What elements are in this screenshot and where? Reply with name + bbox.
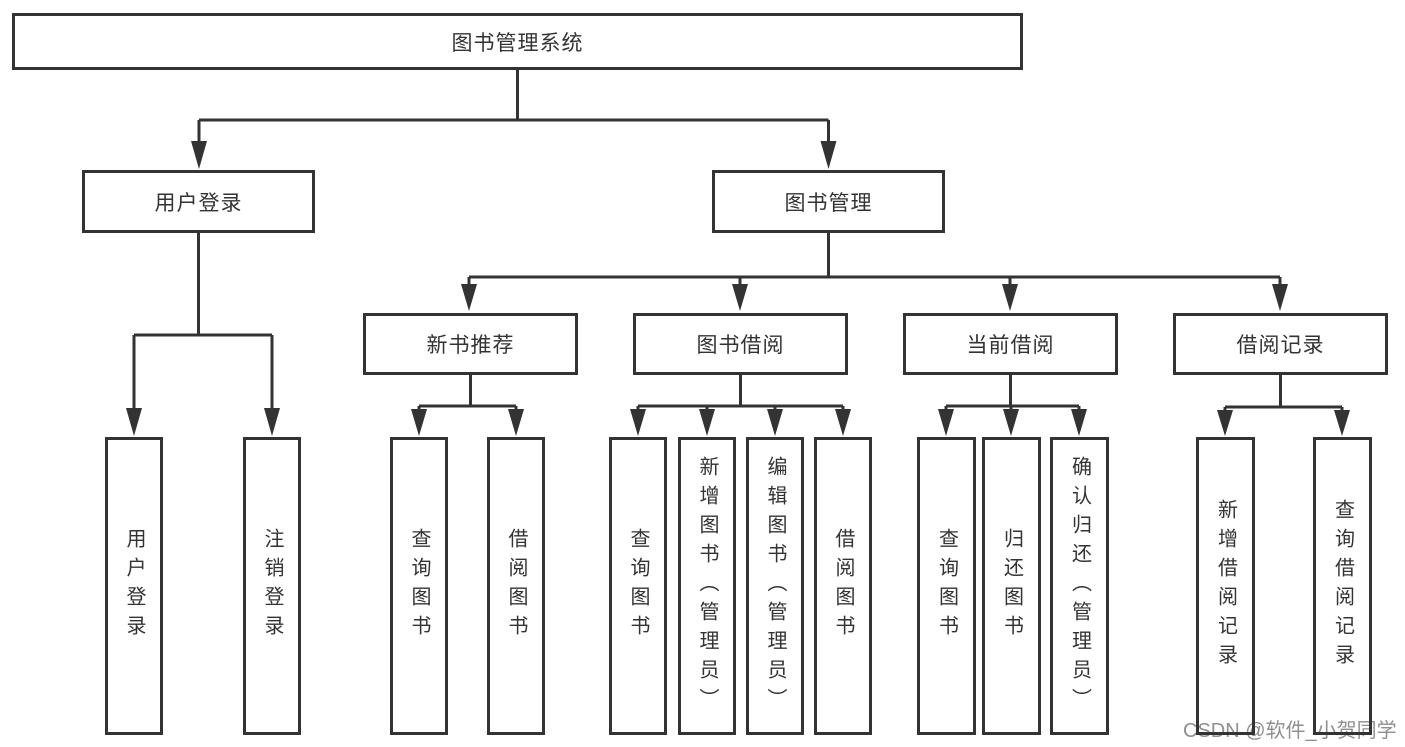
arrow-down-icon	[461, 284, 477, 311]
node-root: 图书管理系统	[12, 13, 1023, 70]
leaf-query-borrow-record: 查询借阅记录	[1313, 437, 1372, 735]
node-label: 查询图书	[408, 528, 430, 644]
arrow-down-icon	[1334, 410, 1350, 436]
node-label: 注销登录	[261, 528, 283, 644]
leaf-return-books: 归还图书	[982, 437, 1041, 735]
node-label: 确认归还（管理员）	[1068, 455, 1091, 717]
node-label: 编辑图书（管理员）	[764, 455, 786, 717]
node-book-management: 图书管理	[712, 170, 945, 233]
node-label: 新增借阅记录	[1214, 499, 1237, 673]
node-label: 用户登录	[154, 191, 243, 215]
arrow-down-icon	[835, 409, 851, 436]
node-label: 新增图书（管理员）	[696, 455, 718, 717]
arrow-down-icon	[411, 409, 427, 436]
node-new-book-recommend: 新书推荐	[363, 313, 578, 375]
connector-recommend-to-leaves	[417, 375, 518, 411]
leaf-logout-login: 注销登录	[243, 437, 301, 735]
node-label: 图书管理系统	[451, 31, 584, 55]
arrow-down-icon	[732, 284, 748, 311]
node-label: 查询图书	[627, 528, 649, 644]
leaf-borrow-books-borrow: 借阅图书	[814, 437, 872, 735]
arrow-down-icon	[1071, 409, 1087, 436]
leaf-user-login: 用户登录	[105, 437, 163, 735]
arrow-down-icon	[191, 141, 207, 169]
connector-bookmgmt-to-level3	[467, 233, 1282, 286]
watermark: CSDN @软件_小贺同学	[1183, 720, 1397, 742]
leaf-borrow-books-recommend: 借阅图书	[487, 437, 545, 735]
arrow-down-icon	[126, 408, 142, 436]
node-label: 新书推荐	[426, 334, 515, 357]
node-label: 当前借阅	[966, 334, 1055, 357]
arrow-down-icon	[699, 409, 715, 436]
arrow-down-icon	[767, 409, 783, 436]
leaf-add-borrow-record: 新增借阅记录	[1196, 437, 1255, 735]
node-label: 借阅记录	[1236, 334, 1325, 357]
arrow-down-icon	[1272, 284, 1288, 311]
leaf-confirm-return-admin: 确认归还（管理员）	[1050, 437, 1109, 735]
arrow-down-icon	[1002, 284, 1018, 311]
arrow-down-icon	[1003, 409, 1019, 436]
node-borrow-records: 借阅记录	[1173, 313, 1388, 375]
leaf-edit-book-admin: 编辑图书（管理员）	[746, 437, 804, 735]
arrow-down-icon	[508, 409, 524, 436]
node-user-login: 用户登录	[82, 170, 315, 233]
node-label: 查询图书	[935, 528, 958, 644]
leaf-query-books-borrow: 查询图书	[609, 437, 667, 735]
leaf-query-books-current: 查询图书	[917, 437, 976, 735]
node-label: 借阅图书	[505, 528, 527, 644]
leaf-add-book-admin: 新增图书（管理员）	[678, 437, 736, 735]
node-current-borrow: 当前借阅	[903, 313, 1118, 375]
node-label: 归还图书	[1000, 528, 1023, 644]
node-label: 图书管理	[784, 191, 873, 215]
arrow-down-icon	[938, 409, 954, 436]
node-label: 用户登录	[123, 528, 145, 644]
node-book-borrow: 图书借阅	[633, 313, 848, 375]
arrow-down-icon	[820, 141, 837, 169]
connector-records-to-leaves	[1223, 375, 1344, 412]
connector-current-to-leaves	[944, 375, 1081, 411]
node-label: 借阅图书	[832, 528, 854, 644]
connector-userlogin-to-leaves	[132, 233, 274, 410]
arrow-down-icon	[1217, 410, 1233, 436]
node-label: 查询借阅记录	[1331, 499, 1354, 673]
leaf-query-books-recommend: 查询图书	[390, 437, 448, 735]
connector-borrow-to-leaves	[636, 375, 845, 411]
node-label: 图书借阅	[696, 334, 785, 357]
connector-root-to-level2	[197, 70, 830, 143]
arrow-down-icon	[264, 408, 280, 436]
arrow-down-icon	[630, 409, 646, 436]
